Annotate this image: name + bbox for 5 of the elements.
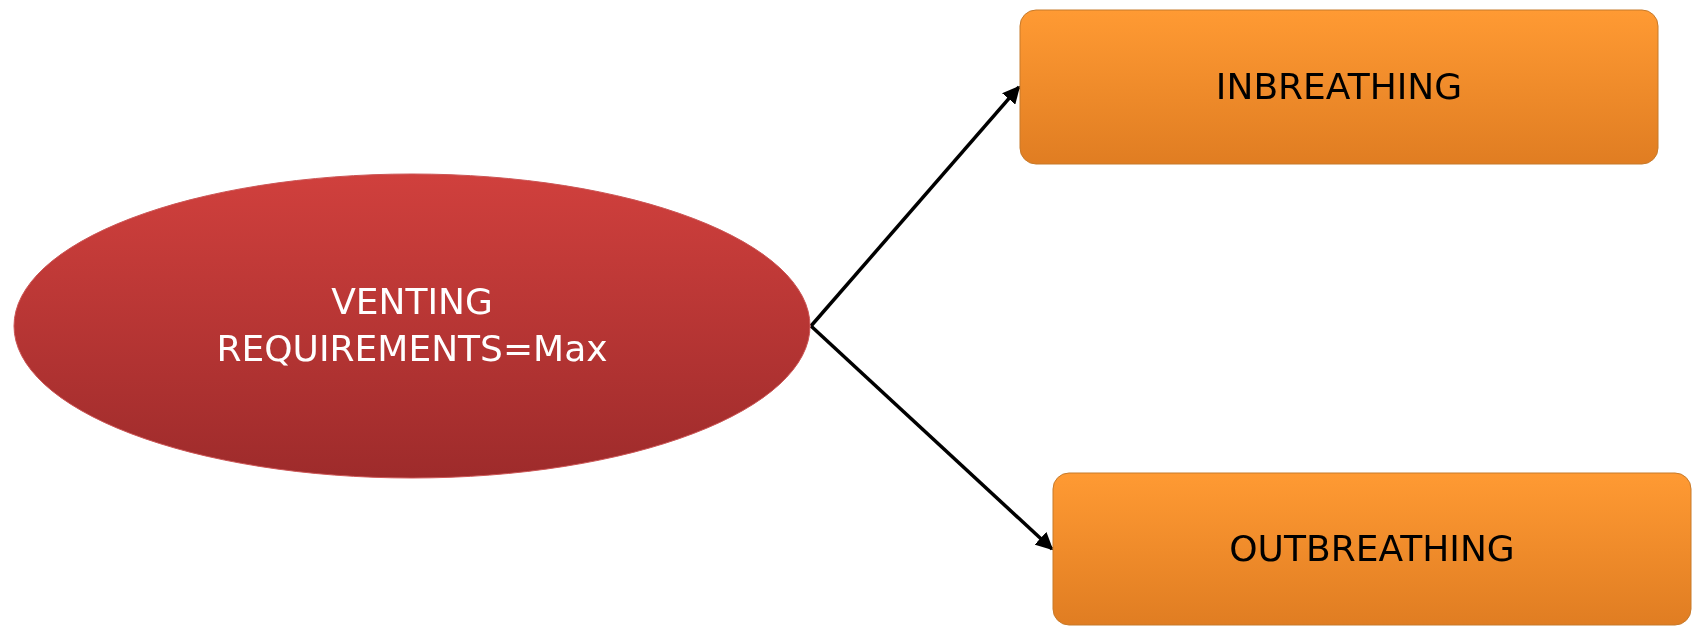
arrow bbox=[809, 324, 1054, 551]
node-label: OUTBREATHING bbox=[1229, 526, 1515, 571]
arrow bbox=[809, 85, 1021, 328]
node-label: VENTING REQUIREMENTS=Max bbox=[215, 280, 609, 371]
node-label: INBREATHING bbox=[1215, 64, 1463, 109]
